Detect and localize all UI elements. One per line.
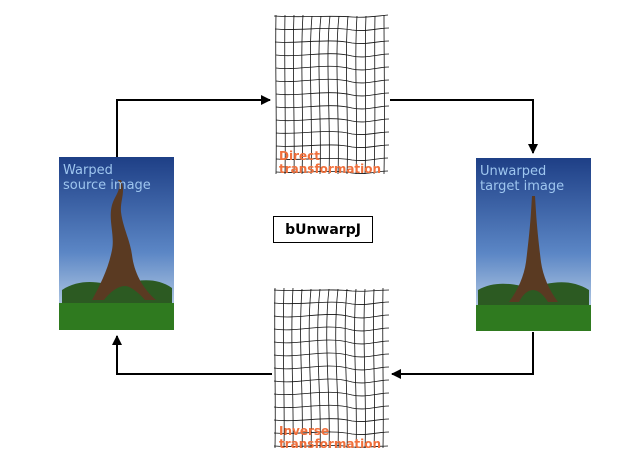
arrow-inverse-to-source [112, 335, 272, 375]
inverse-transformation-label: Inverse transformation [279, 425, 381, 451]
direct-transformation-grid [273, 14, 390, 175]
arrow-direct-to-target [390, 99, 538, 154]
tower-icon [509, 196, 558, 302]
target-label-line2: target image [480, 179, 565, 194]
unwarped-target-image [476, 158, 591, 331]
inverse-transformation-grid [273, 287, 390, 449]
diagram-title: bUnwarpJ [285, 221, 361, 238]
warped-source-image [59, 157, 174, 330]
target-label-line1: Unwarped [480, 164, 547, 179]
arrow-target-to-inverse [391, 332, 534, 379]
target-image-label: Unwarped target image [480, 164, 564, 194]
source-label-line1: Warped [63, 163, 113, 178]
source-image-label: Warped source image [63, 163, 151, 193]
source-label-line2: source image [63, 178, 151, 193]
inverse-label-line2: transformation [279, 437, 382, 451]
direct-label-line1: Direct [279, 149, 320, 163]
warped-tower-icon [92, 180, 156, 300]
arrow-source-to-direct [116, 95, 271, 160]
direct-transformation-label: Direct transformation [279, 150, 381, 176]
diagram-title-box: bUnwarpJ [273, 216, 373, 243]
direct-label-line2: transformation [279, 162, 382, 176]
inverse-label-line1: Inverse [279, 424, 330, 438]
